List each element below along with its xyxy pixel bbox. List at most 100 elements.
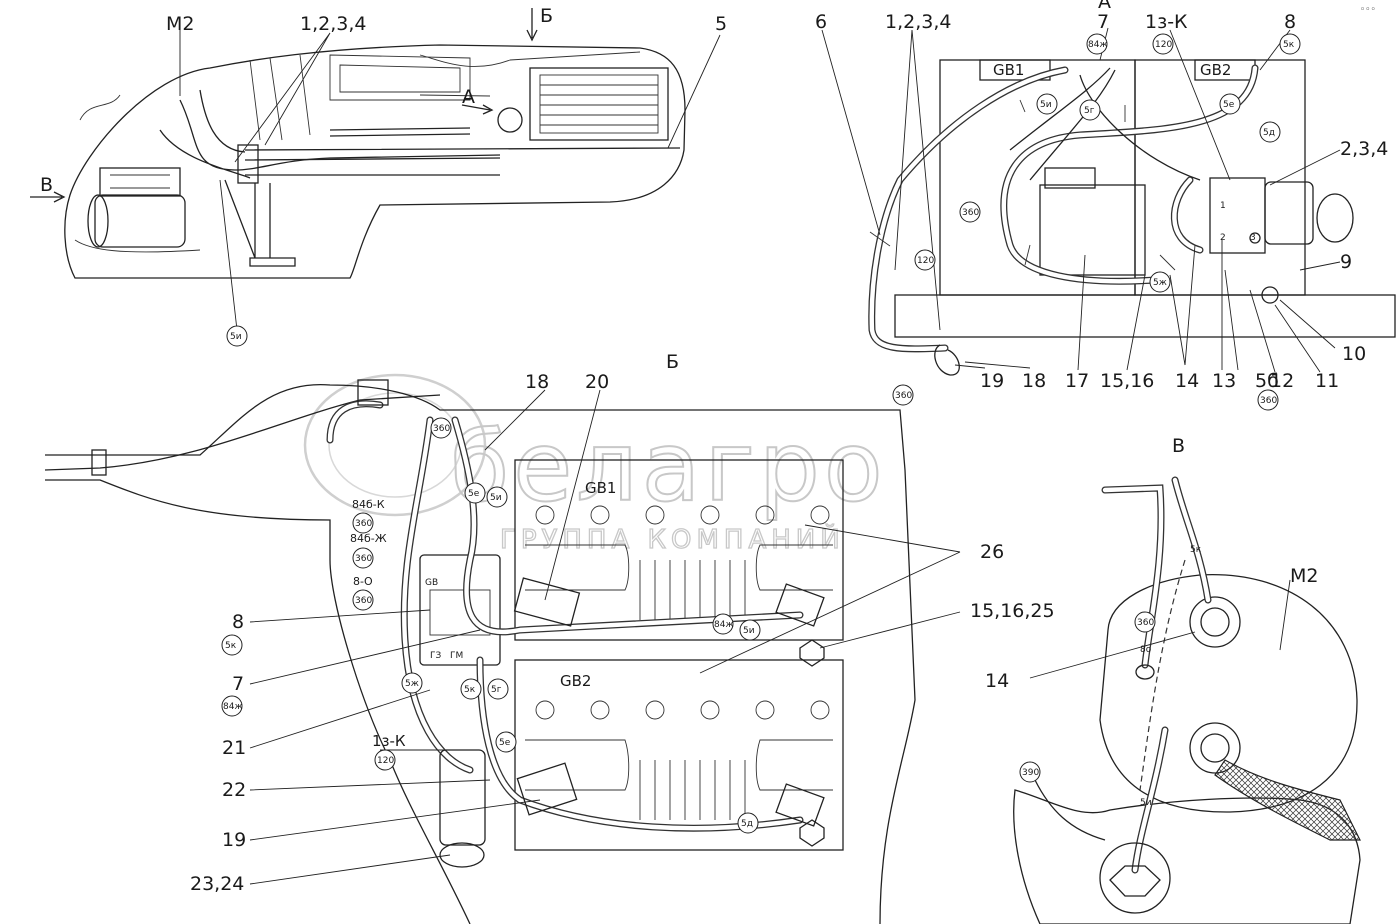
label-a-18: 18 bbox=[1022, 370, 1046, 392]
main-battery-ribs bbox=[540, 84, 658, 126]
v-lug-lower-ring bbox=[1099, 842, 1171, 914]
svg-text:5ж: 5ж bbox=[1153, 278, 1167, 288]
svg-text:5к: 5к bbox=[225, 641, 237, 651]
main-battery-box bbox=[529, 67, 669, 141]
label-v-title: В bbox=[1172, 435, 1185, 457]
b-frame-outline bbox=[45, 383, 916, 924]
label-b-84bzh: 84б-Ж bbox=[350, 532, 387, 545]
svg-text:5д: 5д bbox=[1263, 128, 1275, 138]
label-a-234: 2,3,4 bbox=[1340, 138, 1388, 160]
b-relay-mark-gm: ГМ bbox=[450, 651, 463, 661]
arrow-a-main bbox=[461, 104, 494, 115]
svg-text:5е: 5е bbox=[499, 738, 511, 748]
label-b-8: 8 bbox=[232, 611, 244, 633]
corner-mark: ◦◦◦ bbox=[1360, 5, 1376, 15]
v-terminal-upper-nut bbox=[1200, 607, 1230, 637]
a-nut bbox=[1261, 286, 1279, 304]
label-b-8o: 8-О bbox=[353, 575, 373, 588]
a-nut-2 bbox=[1249, 232, 1261, 244]
svg-text:360: 360 bbox=[433, 424, 450, 434]
label-a-56: 5б bbox=[1255, 370, 1279, 392]
b-starter-switch bbox=[439, 749, 486, 846]
label-a-8: 8 bbox=[1284, 11, 1296, 33]
v-cable-top bbox=[1101, 484, 1165, 669]
label-a-gb2: GB2 bbox=[1200, 61, 1231, 79]
svg-text:5г: 5г bbox=[491, 685, 502, 695]
v-cable-dashed bbox=[1139, 559, 1186, 791]
b-gb2-channel bbox=[525, 739, 833, 791]
svg-text:360: 360 bbox=[355, 519, 372, 529]
a-relay-block bbox=[1039, 184, 1146, 276]
label-b-22: 22 bbox=[222, 779, 246, 801]
label-a-1234: 1,2,3,4 bbox=[885, 11, 951, 33]
label-b-20: 20 bbox=[585, 371, 609, 393]
svg-text:5д: 5д bbox=[741, 819, 753, 829]
b-relay-mark-gb: GB bbox=[425, 578, 438, 588]
main-view-outline bbox=[64, 44, 686, 279]
label-m2-main: М2 bbox=[166, 13, 194, 35]
svg-text:5и: 5и bbox=[1040, 100, 1052, 110]
v-leaders bbox=[1029, 579, 1291, 679]
label-b-title: Б bbox=[666, 351, 679, 373]
svg-text:5ж: 5ж bbox=[405, 679, 419, 689]
b-connector-gb2-right bbox=[775, 783, 825, 827]
label-b-13k: 1з-К bbox=[372, 732, 406, 750]
watermark-logo: белагро bbox=[450, 411, 887, 523]
svg-text:360: 360 bbox=[355, 554, 372, 564]
main-leaders bbox=[179, 30, 721, 331]
b-cable-clamp bbox=[91, 449, 107, 476]
main-engine-lines bbox=[74, 94, 201, 253]
a-switch-knob bbox=[1316, 193, 1354, 243]
svg-text:120: 120 bbox=[917, 256, 934, 266]
view-a-base-plate bbox=[894, 294, 1396, 338]
v-cable-5u-in bbox=[1132, 727, 1168, 873]
a-wire-bundle bbox=[1009, 67, 1201, 181]
tag-5u-main bbox=[226, 325, 248, 347]
a-relay-cap bbox=[1044, 167, 1096, 189]
main-harness bbox=[159, 89, 501, 179]
main-battery-inner bbox=[539, 74, 659, 134]
cab-window bbox=[329, 54, 471, 101]
v-terminal-lower bbox=[1189, 722, 1241, 774]
v-terminal-upper bbox=[1189, 596, 1241, 648]
a-terminal-1: 1 bbox=[1220, 201, 1226, 211]
main-view bbox=[30, 8, 721, 331]
a-switch-body bbox=[1264, 181, 1314, 245]
label-a-6: 6 bbox=[815, 11, 827, 33]
b-connector-gb1-right bbox=[775, 583, 825, 627]
label-b-2324: 23,24 bbox=[190, 873, 244, 895]
label-a-11: 11 bbox=[1315, 370, 1339, 392]
view-v bbox=[1013, 476, 1361, 924]
b-gb1-channel bbox=[525, 544, 833, 591]
label-a-14: 14 bbox=[1175, 370, 1199, 392]
svg-text:120: 120 bbox=[377, 756, 394, 766]
b-leaders bbox=[249, 389, 961, 885]
label-1234-main: 1,2,3,4 bbox=[300, 13, 366, 35]
view-a bbox=[821, 27, 1396, 376]
arrow-v-main bbox=[30, 191, 66, 203]
b-hose-main-in bbox=[327, 401, 473, 773]
v-terminal-lower-nut bbox=[1200, 733, 1230, 763]
a-terminal-2: 2 bbox=[1220, 233, 1226, 243]
svg-text:360: 360 bbox=[895, 391, 912, 401]
label-arrow-b-main: Б bbox=[540, 5, 553, 27]
main-relay bbox=[497, 107, 523, 133]
label-b-7: 7 bbox=[232, 673, 244, 695]
a-hose-3-in bbox=[1172, 177, 1203, 253]
label-arrow-v-main: В bbox=[40, 174, 53, 196]
label-a-title: А bbox=[1098, 0, 1111, 13]
b-frame-lower bbox=[45, 479, 471, 924]
label-v-14: 14 bbox=[985, 670, 1009, 692]
b-battery-gb2 bbox=[514, 659, 844, 851]
b-clip-top bbox=[357, 379, 389, 406]
b-nut-152 bbox=[799, 639, 825, 667]
svg-text:5и: 5и bbox=[743, 626, 755, 636]
svg-text:360: 360 bbox=[962, 208, 979, 218]
label-a-13: 13 bbox=[1212, 370, 1236, 392]
svg-text:84ж: 84ж bbox=[1088, 40, 1108, 50]
v-tag-5u: 5и bbox=[1140, 798, 1152, 808]
watermark-subtitle: ГРУППА КОМПАНИЙ bbox=[500, 523, 845, 555]
b-gb1-terminals bbox=[535, 505, 830, 720]
a-clamp-18 bbox=[934, 344, 960, 376]
